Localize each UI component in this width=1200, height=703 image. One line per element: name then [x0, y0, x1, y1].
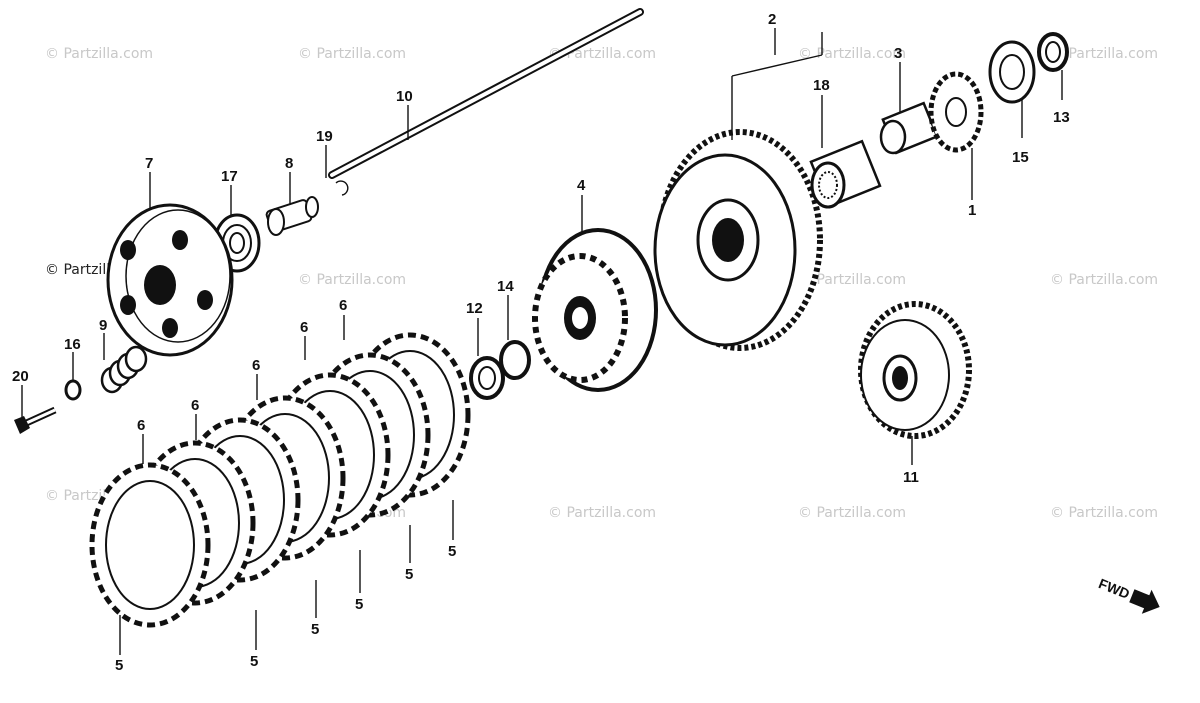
callout-label: 5: [448, 543, 456, 560]
callout-label: 6: [339, 297, 347, 314]
watermark: © Partzilla.com: [798, 272, 906, 288]
callout-label: 13: [1053, 109, 1070, 126]
part-clip: [335, 180, 349, 196]
forward-direction-indicator: FWD: [1096, 575, 1160, 614]
callout-label: 7: [145, 155, 153, 172]
watermark: © Partzilla.com: [298, 272, 406, 288]
callout-label: 6: [300, 319, 308, 336]
part-primary-gear: [858, 301, 972, 439]
fwd-label: FWD: [1096, 575, 1132, 602]
part-lifter-piece: [265, 196, 319, 236]
callout-label: 9: [99, 317, 107, 334]
part-small-collar: [1037, 32, 1069, 72]
leader-lines: [21, 28, 1063, 655]
callout-label: 11: [903, 469, 919, 486]
part-clutch-center: [532, 228, 658, 392]
callout-label: 8: [285, 155, 293, 172]
part-push-rod: [328, 8, 644, 179]
callout-label: 1: [968, 202, 976, 219]
watermark: © Partzilla.com: [798, 505, 906, 521]
part-plate-washer: [988, 40, 1036, 104]
callout-label: 10: [396, 88, 413, 105]
callout-label: 12: [466, 300, 483, 317]
part-clutch-spring: [100, 345, 148, 394]
callout-label: 5: [311, 621, 319, 638]
arrow-right-icon: [1129, 589, 1160, 614]
part-bushing: [879, 101, 939, 155]
callout-label: 6: [252, 357, 260, 374]
part-collar: [469, 356, 505, 400]
callout-label: 20: [12, 368, 29, 385]
callout-label: 6: [137, 417, 145, 434]
part-clutch-outer: [653, 129, 823, 351]
callout-label: 14: [497, 278, 514, 295]
callout-label: 16: [64, 336, 81, 353]
part-clutch-plates: [89, 332, 471, 628]
part-sprocket: [928, 71, 984, 153]
callout-labels: 2 18 3 1 15 13 4 10 19 8 17 7 12 14 9 16…: [12, 11, 1070, 674]
callout-label: 5: [355, 596, 363, 613]
callout-label: 18: [813, 77, 830, 94]
watermark: © Partzilla.com: [1050, 46, 1158, 62]
callout-label: 2: [768, 11, 776, 28]
watermark: © Partzilla.com: [1050, 505, 1158, 521]
part-needle-bearing: [809, 139, 882, 209]
callout-label: 5: [115, 657, 123, 674]
callout-label: 19: [316, 128, 333, 145]
watermark: © Partzilla.com: [548, 505, 656, 521]
watermark: © Partzilla.com: [45, 46, 153, 62]
callout-label: 5: [250, 653, 258, 670]
part-washer: [64, 379, 82, 401]
part-thrust-washer: [499, 340, 531, 380]
watermark: © Partzilla.com: [298, 46, 406, 62]
part-bolt: [14, 406, 57, 434]
callout-label: 5: [405, 566, 413, 583]
watermark: © Partzilla.com: [798, 46, 906, 62]
part-bearing: [213, 213, 261, 273]
part-pressure-plate: [106, 203, 234, 357]
watermarks: © Partzilla.com © Partzilla.com © Partzi…: [45, 46, 1158, 521]
watermark: © Partzilla.com: [1050, 272, 1158, 288]
callout-label: 15: [1012, 149, 1029, 166]
callout-label: 3: [894, 45, 902, 62]
callout-label: 4: [577, 177, 586, 194]
callout-label: 6: [191, 397, 199, 414]
callout-label: 17: [221, 168, 238, 185]
